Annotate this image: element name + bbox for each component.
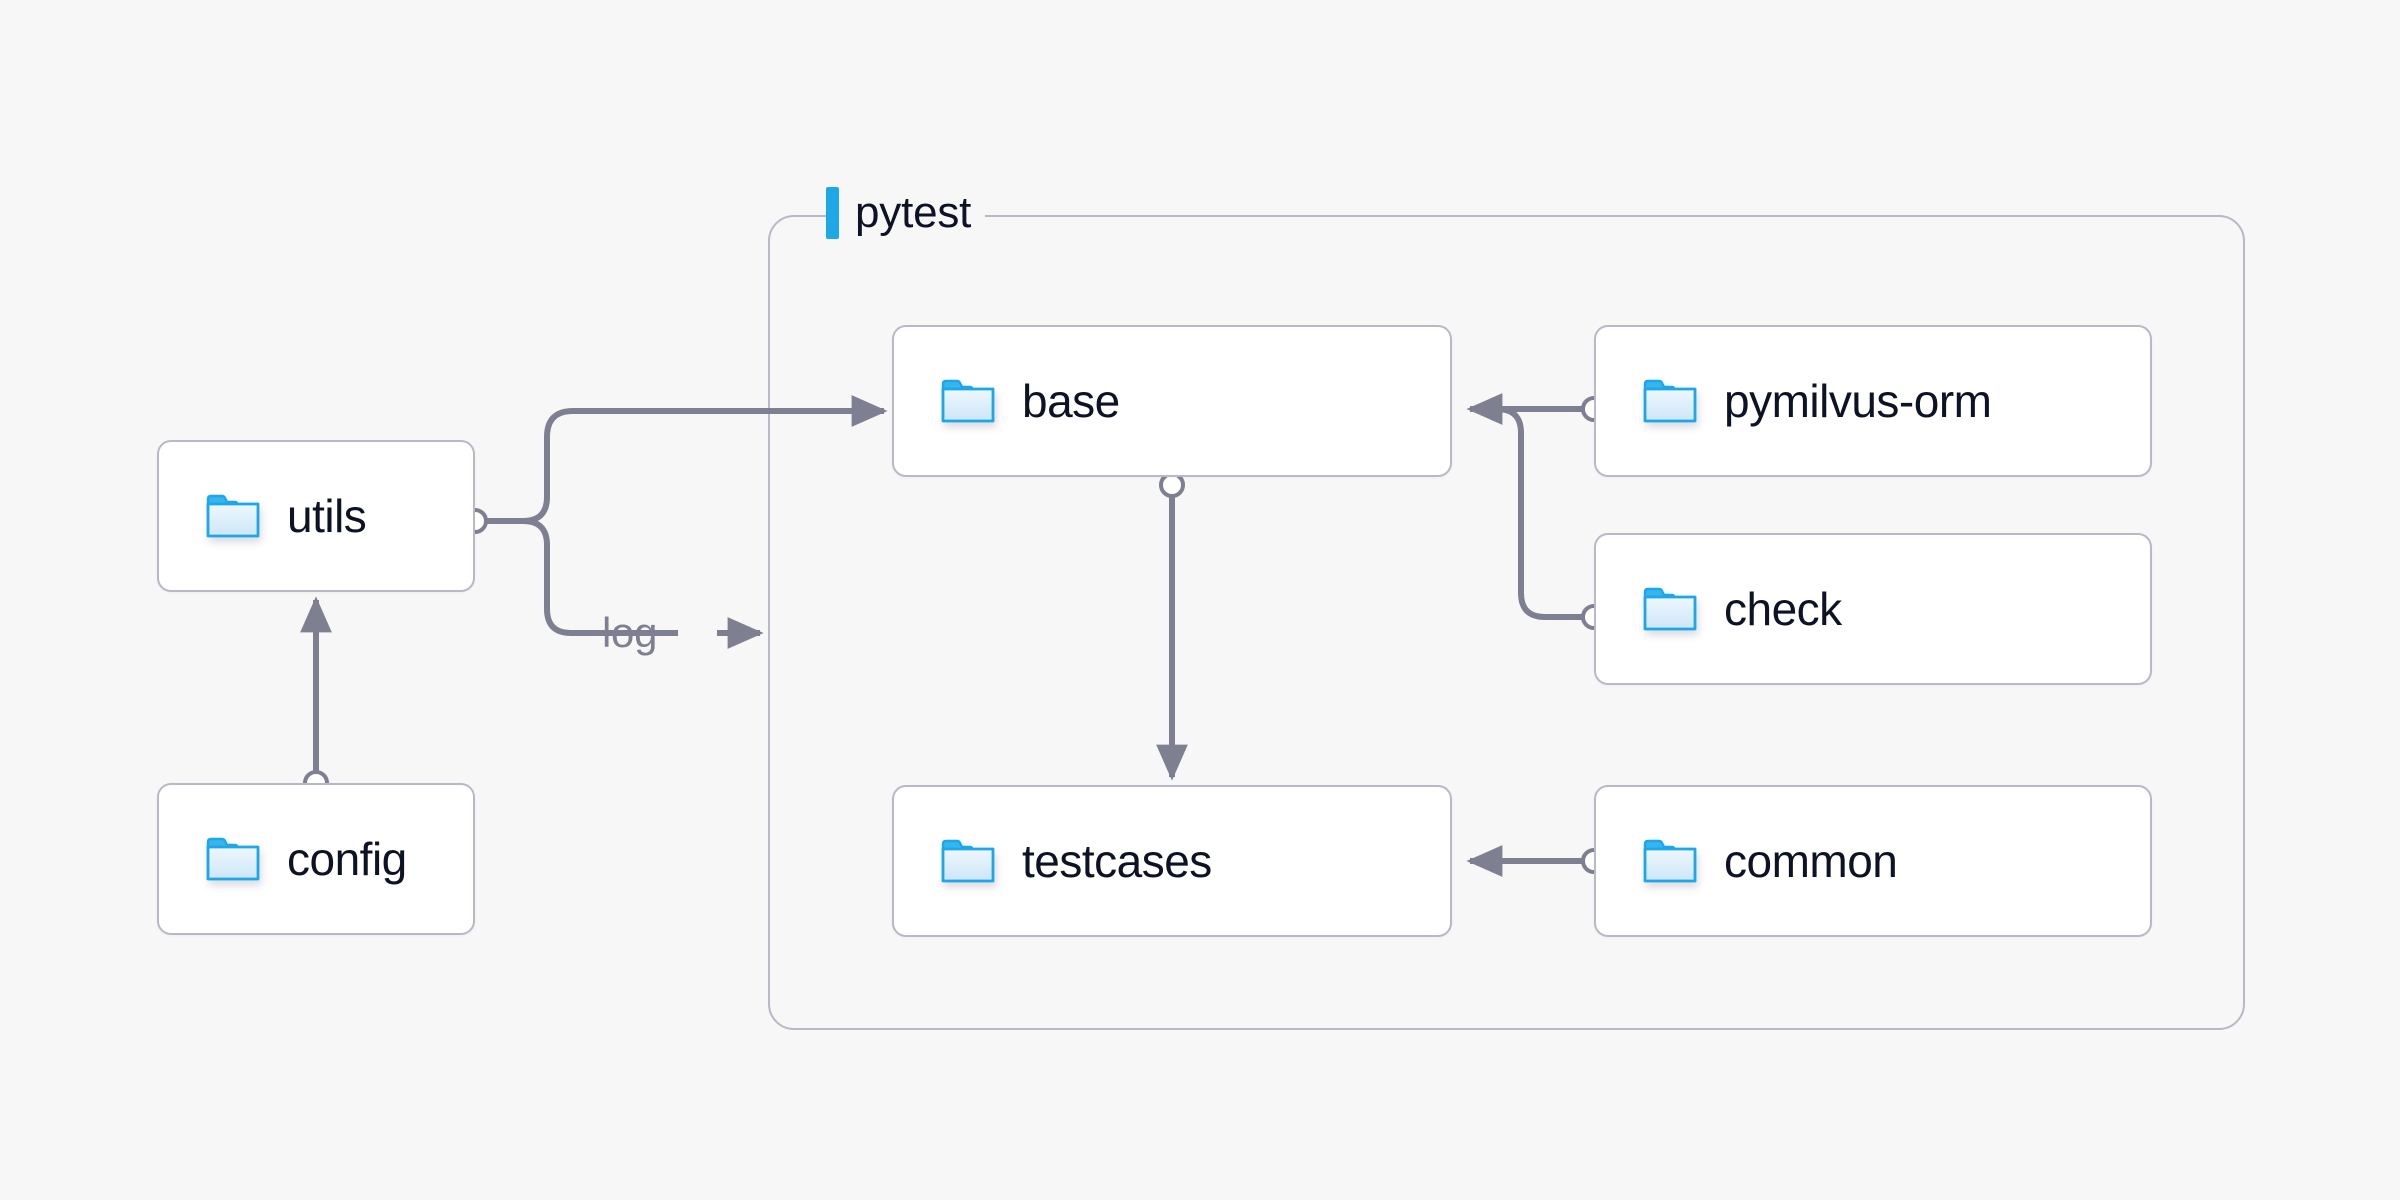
- group-pytest[interactable]: [768, 215, 2245, 1030]
- group-pytest-label-text: pytest: [855, 188, 972, 237]
- node-base-label: base: [1022, 375, 1120, 427]
- node-check-label: check: [1724, 583, 1842, 635]
- folder-icon: [1642, 838, 1698, 884]
- folder-icon: [940, 378, 996, 424]
- node-common-label: common: [1724, 835, 1898, 887]
- folder-icon: [1642, 586, 1698, 632]
- node-utils[interactable]: utils: [157, 440, 475, 592]
- node-check[interactable]: check: [1594, 533, 2152, 685]
- node-base[interactable]: base: [892, 325, 1452, 477]
- node-utils-label: utils: [287, 490, 367, 542]
- edge-label-log: log: [602, 609, 658, 656]
- folder-icon: [1642, 378, 1698, 424]
- node-common[interactable]: common: [1594, 785, 2152, 937]
- folder-icon: [205, 493, 261, 539]
- folder-icon: [940, 838, 996, 884]
- node-config-label: config: [287, 833, 407, 885]
- node-pymilvus-orm[interactable]: pymilvus-orm: [1594, 325, 2152, 477]
- group-accent-bar: [826, 187, 839, 239]
- node-pymilvus-orm-label: pymilvus-orm: [1724, 375, 1992, 427]
- group-pytest-label: pytest: [826, 187, 986, 239]
- folder-icon: [205, 836, 261, 882]
- node-config[interactable]: config: [157, 783, 475, 935]
- node-testcases-label: testcases: [1022, 835, 1212, 887]
- node-testcases[interactable]: testcases: [892, 785, 1452, 937]
